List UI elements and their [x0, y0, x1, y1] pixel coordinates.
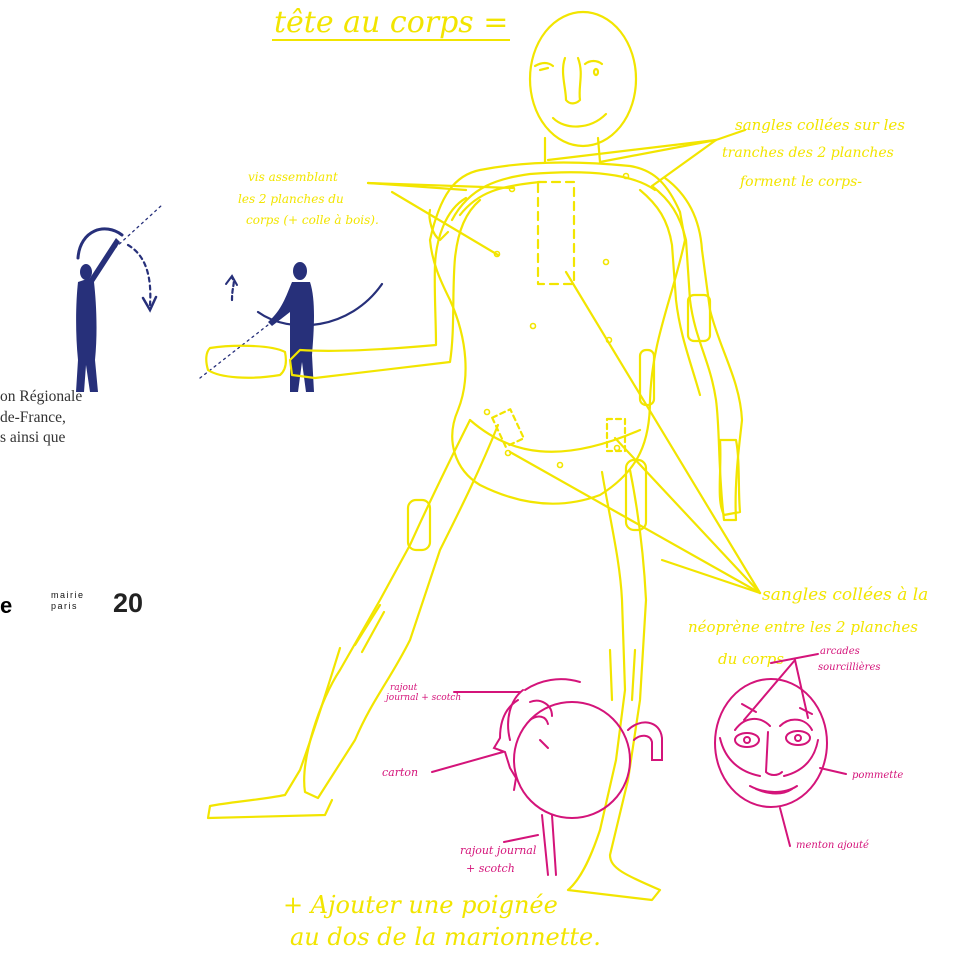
title-label: tête au corps = — [274, 5, 508, 40]
gesture-arc-1b — [128, 245, 150, 305]
gesture-figures — [76, 205, 382, 392]
carton-label: carton — [382, 766, 418, 779]
pommette-label: pommette — [852, 770, 903, 781]
gesture-arc-2 — [232, 278, 234, 300]
arcades-label-1: arcades — [820, 646, 860, 657]
footer-line-2: au dos de la marionnette. — [290, 923, 601, 951]
mairie-paris-logo: mairie paris — [51, 590, 85, 612]
puppet-right-leg — [568, 470, 660, 900]
arrondissement-number: 20 — [113, 588, 143, 618]
cropped-side-text: on Régionale de-France, s ainsi que — [0, 387, 150, 449]
footer-line-1: + Ajouter une poignée — [283, 891, 558, 919]
front-face — [715, 679, 827, 807]
sangles-label-2c: du corps — [718, 650, 784, 668]
rajout-top-label-2: journal + scotch — [384, 693, 461, 703]
sangles-label-2b: néoprène entre les 2 planches — [688, 618, 918, 636]
head-sketches — [432, 654, 846, 875]
sangles-label-1a: sangles collées sur les — [735, 116, 905, 134]
vis-label-3: corps (+ colle à bois). — [246, 213, 379, 227]
arcades-label-2: sourcillières — [818, 662, 881, 673]
side-text-line: on Régionale — [0, 387, 150, 408]
standing-figure-1 — [76, 238, 120, 392]
rajout-bottom-label-1: rajout journal — [460, 844, 537, 857]
menton-label: menton ajouté — [796, 840, 869, 851]
logo-fragment: e — [0, 594, 12, 618]
rajout-bottom-label-2: + scotch — [466, 862, 515, 875]
rajout-top-label-1: rajout — [390, 683, 418, 693]
vis-label-1: vis assemblant — [248, 170, 338, 184]
side-text-line: de-France, — [0, 408, 150, 429]
vis-label-2: les 2 planches du — [238, 192, 344, 206]
sangles-label-1c: forment le corps- — [739, 174, 862, 190]
sangles-label-1b: tranches des 2 planches — [722, 145, 894, 161]
puppet-outline — [206, 12, 760, 900]
sangles-label-2a: sangles collées à la — [762, 585, 928, 605]
mairie-text: mairie — [51, 590, 85, 601]
side-text-line: s ainsi que — [0, 428, 150, 449]
paris-text: paris — [51, 601, 85, 612]
puppet-right-arm — [652, 178, 742, 520]
